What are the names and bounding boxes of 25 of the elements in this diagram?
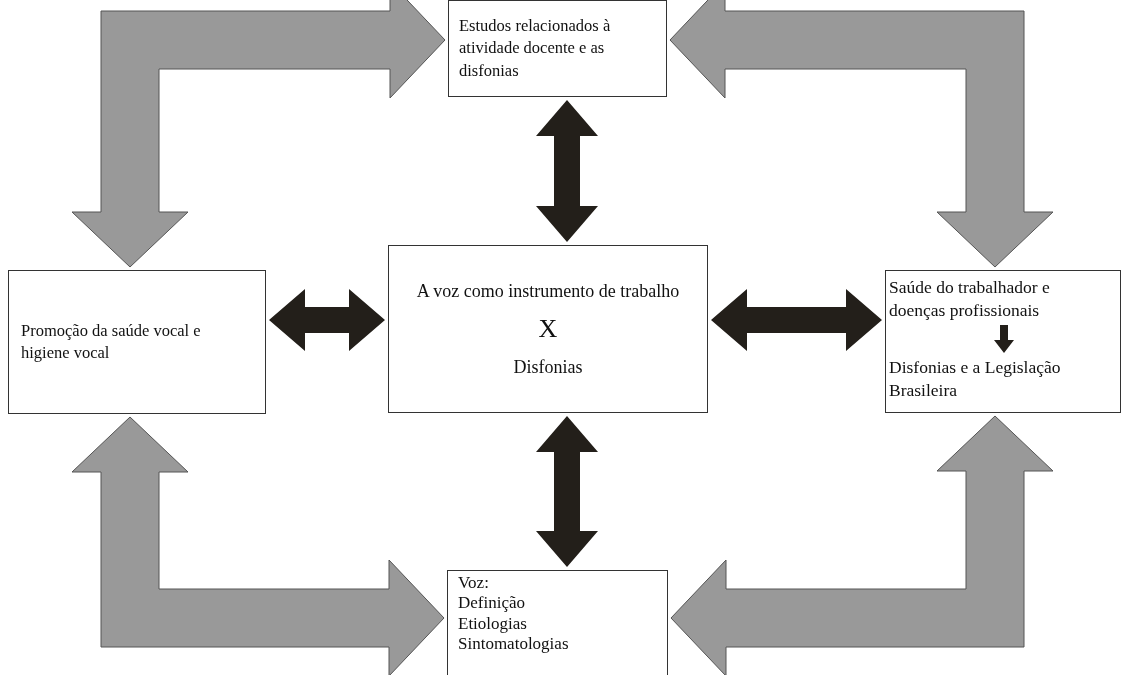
text-box bbox=[8, 270, 266, 414]
node-text: Voz: bbox=[458, 573, 489, 594]
block-arrow bbox=[711, 289, 882, 351]
text-box bbox=[388, 245, 708, 413]
text-box bbox=[447, 570, 668, 675]
node-text: X bbox=[538, 313, 558, 346]
text-label: Disfonias e a Legislação Brasileira bbox=[889, 356, 1117, 404]
node-text: Definição bbox=[458, 593, 526, 614]
block-arrow bbox=[536, 100, 598, 242]
node-text: Disfonias bbox=[513, 355, 583, 379]
node-text: Sintomatologias bbox=[458, 634, 569, 655]
block-arrow bbox=[994, 325, 1014, 353]
node-text: Etiologias bbox=[458, 613, 527, 635]
text-label: Saúde do trabalhador e doenças profissionais bbox=[889, 276, 1079, 322]
text-box bbox=[448, 0, 667, 97]
block-arrow bbox=[536, 416, 598, 567]
block-arrow bbox=[269, 289, 385, 351]
block-arrow bbox=[71, 0, 446, 268]
block-arrow bbox=[669, 0, 1054, 268]
node-text: A voz como instrumento de trabalho bbox=[416, 280, 680, 304]
node-text: Estudos relacionados à atividade docente e as disfonias bbox=[459, 15, 612, 82]
node-text: Promoção da saúde vocal e higiene vocal bbox=[21, 319, 202, 364]
block-arrow bbox=[71, 416, 445, 675]
box-shape bbox=[885, 270, 1121, 413]
block-arrow bbox=[670, 415, 1054, 675]
